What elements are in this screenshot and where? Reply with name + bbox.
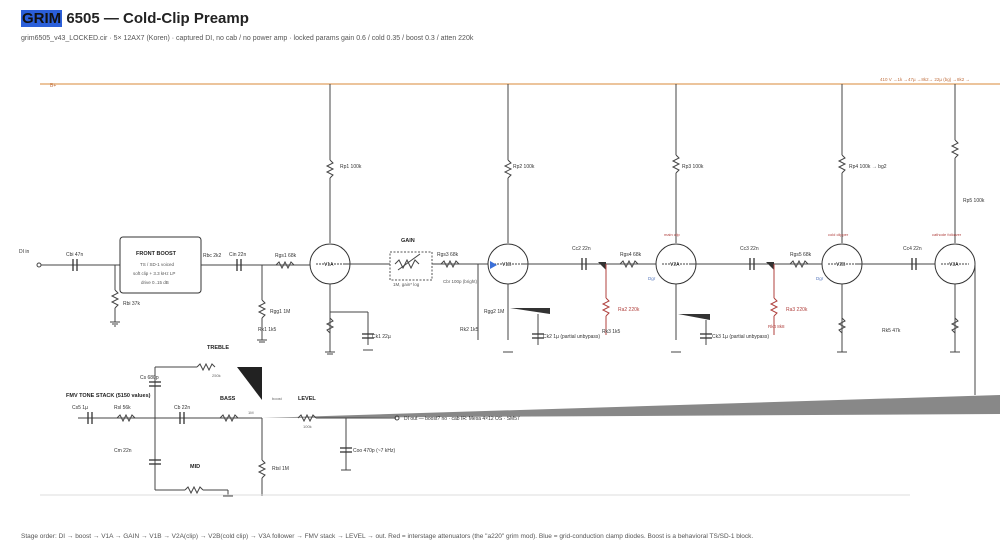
atten-wedge-1 [598,262,606,270]
output-wedge [262,395,1000,418]
cbi-label: Cbi 47n [66,252,83,258]
v1a-label: V1A [324,262,334,268]
cathode-follower-label: cathode follower [932,232,962,237]
bplus-label: B+ [50,83,56,89]
boost-tag: boost [272,396,283,401]
rk4-label: Rk4 8k8 [768,324,785,329]
rgs4-label: Rgs4 68k [620,252,642,258]
rgs5-label: Rgs5 68k [790,252,812,258]
dgr2-label: Dgr [816,276,824,281]
title-highlight: GRIM [21,10,63,27]
ck3-label: Ck3 1µ (partial unbypass) [712,334,769,340]
ra3-label: Ra3 220k [786,307,808,313]
rp5-label: Rp5 100k [963,198,985,204]
coo-label: Coo 470p (~7 kHz) [353,448,395,454]
v2a-label: V2A [670,262,680,268]
rgg1-label: Rgg1 1M [270,309,290,315]
rk1-label: Rk1 1k5 [258,327,277,333]
bass-label: BASS [220,396,236,402]
cbr-label: Cbr 100p (bright) [443,279,478,284]
mid-label: MID [190,464,200,470]
rp4-label: Rp4 100k → bg2 [849,164,887,170]
rail-note: 410 V →1k →47µ →8k2→ 22µ (bg) →8k2 → [880,77,970,82]
rp3-label: Rp3 100k [682,164,704,170]
fmv-label: FMV TONE STACK (5150 values) [66,393,151,399]
gain-sub: 1M, gain* log [393,282,420,287]
bypass-wedge [510,308,550,314]
rtsl-label: Rtsl 1M [272,466,289,472]
rk5-label: Rk5 47k [882,328,901,334]
bass-val: 1M [248,410,254,415]
gain-pot [389,251,433,281]
rk3-label: Rk3 1k5 [602,329,621,335]
cs5-label: Cs5 1µ [72,405,88,411]
rgs3-label: Rgs3 68k [437,252,459,258]
di-out-label: DI out — boost? no · cab IR: Mesa 4×12 O… [404,416,520,422]
cin-label: Cin 22n [229,252,246,258]
clamp-diode-icon [490,261,497,269]
boost-line3: drive 0..15 dB [141,280,169,285]
cc3-label: Cc3 22n [740,246,759,252]
rsl-label: Rsl 56k [114,405,131,411]
cm-label: Cm 22n [114,448,132,454]
stage-order-note: Stage order: DI → boost → V1A → GAIN → V… [21,533,754,540]
main-clip-label: main clip [664,232,681,237]
v1b-label: V1B [502,262,512,268]
di-in-jack [36,262,42,268]
rbc-label: Rbc 2k2 [203,253,222,259]
ck2-label: Ck2 1µ (partial unbypass) [543,334,600,340]
ck1-label: Ck1 22µ [372,334,391,340]
v3a-label: V3A [949,262,959,268]
level-label: LEVEL [298,396,316,402]
rbi-label: Rbi 37k [123,301,140,307]
title-text: 6505 — Cold-Clip Preamp [62,10,249,27]
page-subtitle: grim6505_v43_LOCKED.cir · 5× 12AX7 (Kore… [21,35,474,42]
rp1-label: Rp1 100k [340,164,362,170]
gain-label: GAIN [401,238,415,244]
page-title: GRIM 6505 — Cold-Clip Preamp [21,10,249,27]
cs-label: Cs 680p [140,375,159,381]
dgr1-label: Dgr [648,276,656,281]
cold-clipper-label: cold clipper [828,232,849,237]
bypass-wedge-2 [678,314,710,320]
rgs1-label: Rgs1 68k [275,253,297,259]
cb-label: Cb 22n [174,405,190,411]
cc4-label: Cc4 22n [903,246,922,252]
rp2-label: Rp2 100k [513,164,535,170]
di-in-label: DI in [19,249,30,255]
atten-wedge-2 [766,262,774,270]
boost-title: FRONT BOOST [136,251,177,257]
level-val: 100k [303,424,312,429]
cc2-label: Cc2 22n [572,246,591,252]
treble-val: 250k [212,373,221,378]
treble-wedge [237,367,262,400]
rgg2-label: Rgg2 1M [484,309,504,315]
v2b-label: V2B [836,262,846,268]
treble-label: TREBLE [207,345,229,351]
rk2-label: Rk2 1k5 [460,327,479,333]
di-out-jack [394,415,400,421]
ra2-label: Ra2 220k [618,307,640,313]
boost-line2: soft clip + 3.3 kHz LP [133,271,175,276]
boost-line1: TS / SD-1 voiced [140,262,175,267]
